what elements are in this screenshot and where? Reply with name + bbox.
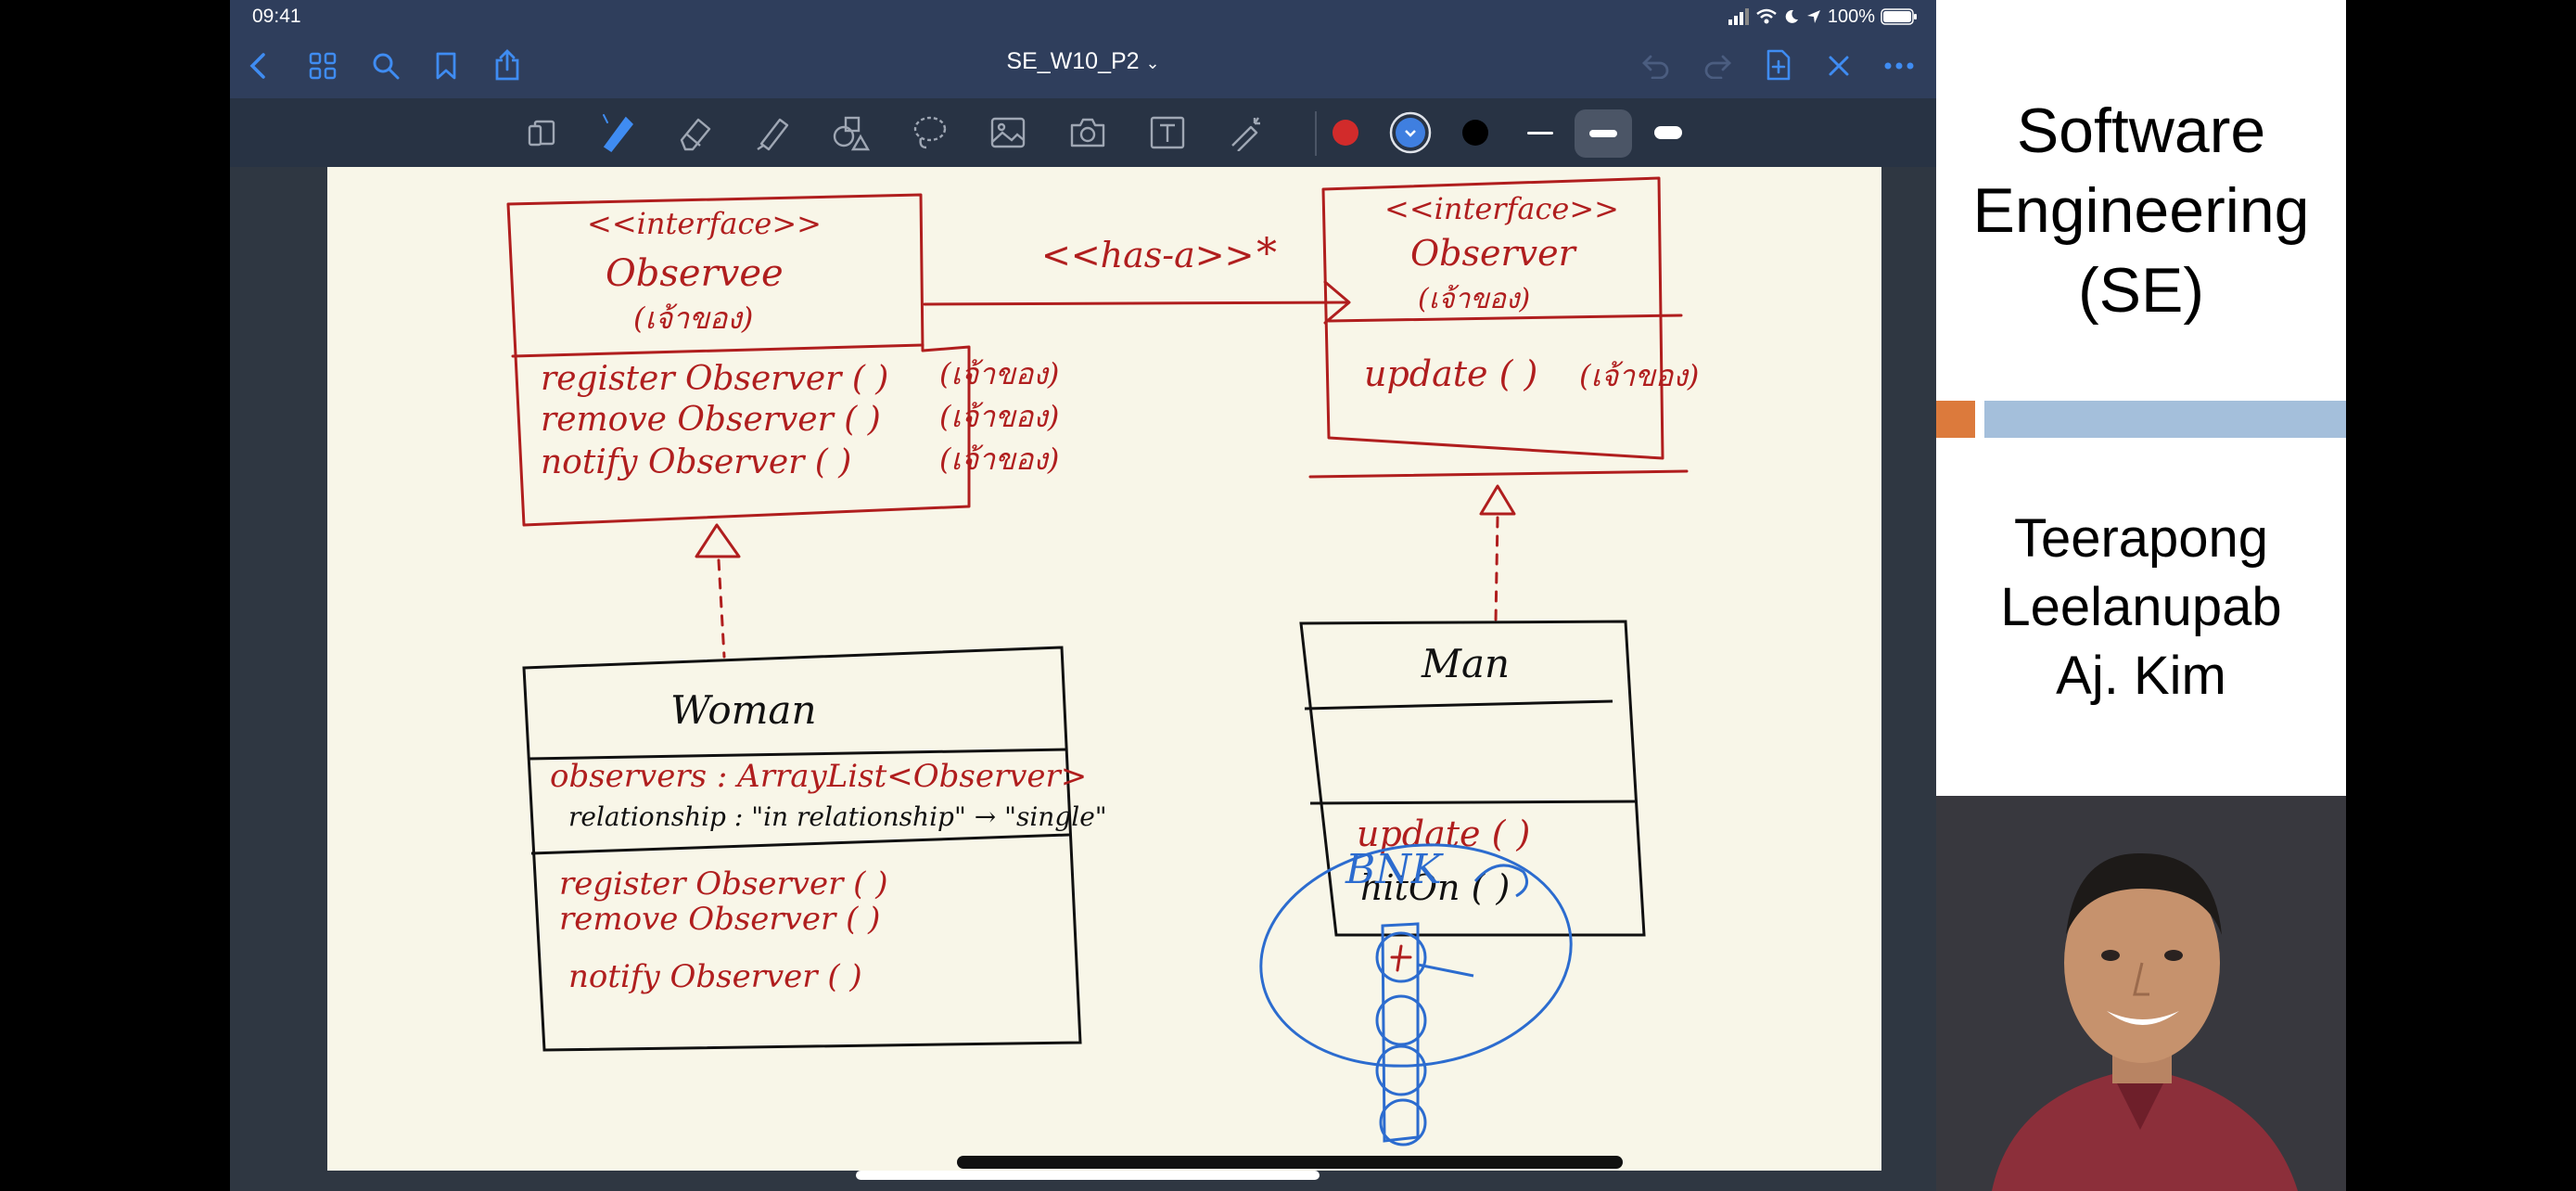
- woman-method-3: notify Observer ( ): [568, 958, 862, 995]
- woman-class: Woman observers : ArrayList<Observer> re…: [522, 646, 1107, 1052]
- ipad-screen: 09:41 100% SE_W10_P2 ⌄: [230, 0, 1936, 1191]
- woman-attr-relationship: relationship : "in relationship" → "sing…: [568, 801, 1107, 832]
- document-title-button[interactable]: SE_W10_P2 ⌄: [230, 48, 1936, 75]
- color-swatch-black[interactable]: [1454, 111, 1497, 154]
- accent-bar-blue: [1984, 401, 2346, 438]
- page-view-icon[interactable]: [523, 115, 560, 152]
- chevron-down-icon: ⌄: [1145, 54, 1160, 72]
- status-indicators: 100%: [1728, 5, 1918, 29]
- bookmark-icon[interactable]: [428, 48, 464, 83]
- lasso-icon[interactable]: [909, 111, 951, 154]
- observer-name: Observer: [1410, 233, 1578, 274]
- observer-class: <<interface>> Observer (เจ้าของ) update …: [1308, 176, 1699, 479]
- more-icon[interactable]: [1881, 48, 1918, 83]
- battery-percent: 100%: [1827, 6, 1875, 27]
- observee-method-note-1: (เจ้าของ): [939, 356, 1059, 391]
- accent-bar-orange: [1936, 401, 1975, 438]
- observer-method: update ( ): [1364, 353, 1537, 394]
- course-title-line-1: Software: [2016, 96, 2266, 166]
- undo-icon[interactable]: [1638, 48, 1675, 83]
- stroke-thick-button[interactable]: [1645, 113, 1691, 152]
- location-icon: [1806, 10, 1820, 23]
- status-time: 09:41: [252, 6, 301, 27]
- stroke-thin-button[interactable]: [1517, 113, 1563, 152]
- course-title-card: Software Engineering (SE) Teerapong Leel…: [1936, 0, 2346, 796]
- add-page-icon[interactable]: [1760, 46, 1797, 83]
- course-title-line-3: (SE): [2078, 255, 2204, 326]
- man-method-1: update ( ): [1357, 813, 1530, 854]
- image-icon[interactable]: [987, 111, 1029, 154]
- man-method-2: hitOn ( ): [1360, 867, 1510, 908]
- observee-method-2: remove Observer ( ): [541, 401, 881, 439]
- observee-method-1: register Observer ( ): [541, 360, 888, 398]
- bnk-doodle: BNK: [1259, 843, 1573, 1146]
- page-scrollbar[interactable]: [957, 1156, 1623, 1169]
- observee-method-3: notify Observer ( ): [541, 443, 851, 481]
- moon-icon: [1785, 9, 1798, 23]
- stroke-medium-button[interactable]: [1575, 109, 1632, 158]
- instructor-name-line-1: Teerapong: [2013, 508, 2269, 569]
- share-icon[interactable]: [490, 46, 525, 83]
- shapes-icon[interactable]: [829, 111, 872, 154]
- camera-icon[interactable]: [1066, 111, 1109, 154]
- toolbar-divider: [1315, 111, 1317, 156]
- observer-stereotype: <<interface>>: [1384, 191, 1619, 226]
- woman-method-2: remove Observer ( ): [559, 901, 880, 938]
- course-title-line-2: Engineering: [1972, 175, 2310, 246]
- note-page[interactable]: <<interface>> Observee (เจ้าของ) registe…: [327, 167, 1881, 1171]
- redo-icon[interactable]: [1699, 48, 1736, 83]
- home-indicator[interactable]: [856, 1171, 1320, 1180]
- observer-method-note: (เจ้าของ): [1579, 358, 1699, 393]
- bnk-label: BNK: [1345, 846, 1444, 893]
- observee-method-note-2: (เจ้าของ): [939, 399, 1059, 434]
- course-title: Software Engineering (SE): [1936, 91, 2346, 330]
- association-label: <<has-a>>: [1041, 235, 1254, 275]
- observee-name: Observee: [606, 252, 784, 295]
- search-icon[interactable]: [367, 48, 404, 83]
- battery-icon: [1881, 8, 1917, 25]
- observee-name-note: (เจ้าของ): [633, 301, 753, 336]
- document-title: SE_W10_P2: [1006, 48, 1140, 74]
- highlighter-icon[interactable]: [751, 111, 794, 154]
- man-class: Man update ( ) hitOn ( ): [1299, 620, 1646, 937]
- signal-icon: [1728, 8, 1749, 25]
- laser-pointer-icon[interactable]: [1224, 111, 1267, 154]
- association-arrow: <<has-a>> *: [923, 230, 1351, 325]
- eraser-icon[interactable]: [673, 111, 716, 154]
- man-name: Man: [1421, 641, 1510, 686]
- pen-icon[interactable]: [595, 109, 638, 154]
- wifi-icon: [1756, 8, 1777, 24]
- observee-method-note-3: (เจ้าของ): [939, 442, 1059, 477]
- woman-method-1: register Observer ( ): [559, 865, 888, 903]
- text-icon[interactable]: [1146, 111, 1189, 154]
- handwriting-canvas: <<interface>> Observee (เจ้าของ) registe…: [506, 176, 1699, 1146]
- nav-bar: SE_W10_P2 ⌄: [230, 33, 1936, 98]
- status-bar: 09:41 100%: [230, 0, 1936, 33]
- presenter-panel: Software Engineering (SE) Teerapong Leel…: [1936, 0, 2346, 1191]
- woman-attr-observers: observers : ArrayList<Observer>: [550, 758, 1087, 795]
- color-swatch-blue[interactable]: [1387, 109, 1434, 156]
- close-icon[interactable]: [1821, 48, 1856, 83]
- instructor-name: Teerapong Leelanupab Aj. Kim: [1936, 505, 2346, 711]
- instructor-name-line-3: Aj. Kim: [2056, 646, 2226, 706]
- woman-name: Woman: [670, 687, 817, 733]
- grid-icon[interactable]: [304, 48, 341, 83]
- back-icon[interactable]: [241, 48, 274, 83]
- drawing-toolbar: [230, 98, 1936, 167]
- observee-class: <<interface>> Observee (เจ้าของ) registe…: [506, 193, 1059, 527]
- woman-realization-arrow: [695, 523, 741, 659]
- observee-stereotype: <<interface>>: [587, 206, 822, 241]
- presenter-photo: [1936, 796, 2346, 1191]
- association-multiplicity: *: [1256, 230, 1277, 277]
- man-realization-arrow: [1479, 484, 1516, 623]
- instructor-name-line-2: Leelanupab: [2000, 577, 2282, 637]
- color-swatch-red[interactable]: [1324, 111, 1367, 154]
- observer-name-note: (เจ้าของ): [1418, 283, 1530, 315]
